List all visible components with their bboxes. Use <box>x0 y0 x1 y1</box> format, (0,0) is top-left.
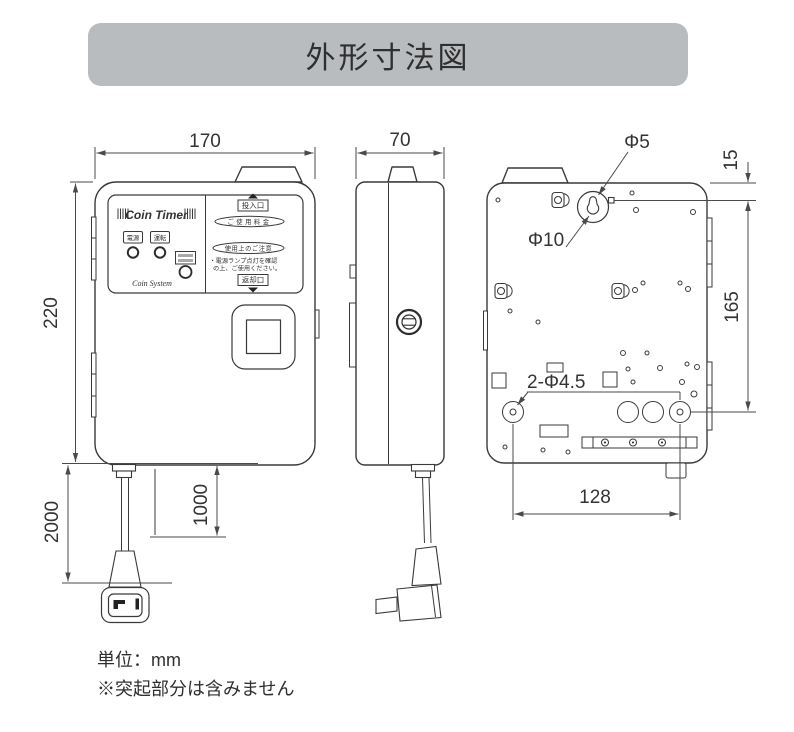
power-button-label: 電源 <box>127 233 140 242</box>
power-cord-side <box>375 463 442 622</box>
cord-bushing2 <box>115 470 133 479</box>
caution-title: 使用上のご注意 <box>225 244 273 253</box>
plug-face-inner <box>107 593 143 618</box>
page-title: 外形寸法図 <box>305 41 471 75</box>
cord-length-dim: 2000 <box>42 501 63 543</box>
return-slot-label-box <box>237 274 269 286</box>
top-offset-dim: 15 <box>721 149 742 170</box>
arrow-down-icon <box>248 287 258 293</box>
power-lamp <box>126 246 140 259</box>
back-top-cover <box>501 167 569 184</box>
front-top-cover <box>234 166 303 183</box>
plug-body-side <box>396 584 442 622</box>
plug-neck-side <box>411 545 442 587</box>
terminal-holes <box>601 438 666 447</box>
plug-prong-side <box>375 596 398 615</box>
keyhole-shape <box>586 196 600 215</box>
side-tab-small <box>349 264 357 279</box>
power-button-label-box <box>123 231 143 244</box>
front-width-dim: 170 <box>189 131 221 152</box>
return-slot-label: 返却口 <box>242 275 265 285</box>
mount-holes <box>502 401 691 423</box>
leader-mount-hole <box>517 391 529 406</box>
front-height-dim: 220 <box>41 297 62 329</box>
front-hinge-strips <box>91 216 97 418</box>
back-panel-cutouts <box>491 362 698 449</box>
unit-note: 単位：mm <box>97 650 181 670</box>
hole-top-dia-label: Φ5 <box>624 132 650 153</box>
cord-bushing <box>111 463 137 472</box>
plug-neck <box>108 550 142 588</box>
caution-line2: の上、ご使用ください。 <box>213 265 281 273</box>
footer-notes: 単位：mm ※突起部分は含みません <box>97 646 294 704</box>
logo-hatch-left <box>117 208 129 219</box>
leader-phi10 <box>565 215 590 248</box>
back-panel-holes <box>495 190 700 455</box>
front-side-tab <box>314 309 320 339</box>
plug-prong-left <box>113 600 125 609</box>
power-cord-front <box>100 463 150 624</box>
side-view: 70 <box>349 130 445 622</box>
back-edge-details <box>483 217 713 479</box>
caution-oval <box>212 242 285 254</box>
hole-bottom-dia-label: Φ10 <box>528 230 564 251</box>
mount-hole-dia-label: 2-Φ4.5 <box>527 372 585 393</box>
cord-hooks <box>494 191 630 300</box>
plug-prong-right <box>135 598 139 610</box>
title-bar: 外形寸法図 <box>88 23 688 86</box>
coin-slot-label: 投入口 <box>242 200 265 210</box>
brand-text: Coin System <box>132 279 172 288</box>
keyhole-mount <box>576 190 615 224</box>
vertical-span-dim: 165 <box>722 291 743 323</box>
pause-button <box>178 265 193 279</box>
mini-label <box>175 251 196 265</box>
run-button-label-box <box>150 231 170 244</box>
leader-phi5 <box>598 151 629 196</box>
logo-text: Coin Timer <box>125 208 189 222</box>
side-tab-long <box>349 302 357 368</box>
logo-hatch-right <box>184 208 196 219</box>
front-view: 170 Coin Timer 電源 <box>41 131 320 624</box>
side-top-cover <box>387 166 418 183</box>
coin-door <box>231 304 296 370</box>
wire-length-dim: 1000 <box>191 484 212 526</box>
front-control-panel: Coin Timer 電源 運転 Coin System 投入 <box>107 193 304 294</box>
arrow-up-icon <box>248 193 258 199</box>
side-depth-dim: 70 <box>389 130 410 151</box>
protrusion-note: ※突起部分は含みません <box>97 679 295 699</box>
run-button-label: 運転 <box>154 233 167 242</box>
caution-line1: ・電源ランプ点灯を確認 <box>210 257 278 265</box>
fee-oval <box>214 215 285 228</box>
lock-cylinder <box>395 308 423 336</box>
run-lamp <box>153 246 167 259</box>
fee-label: ご使用料金 <box>228 217 272 226</box>
coin-slot-label-box <box>237 199 269 212</box>
plug-face-outer <box>100 586 150 624</box>
back-view: Φ5 Φ10 15 165 2-Φ4.5 128 <box>483 132 756 520</box>
keyhole-notch <box>607 196 615 204</box>
horizontal-span-dim: 128 <box>579 487 611 508</box>
